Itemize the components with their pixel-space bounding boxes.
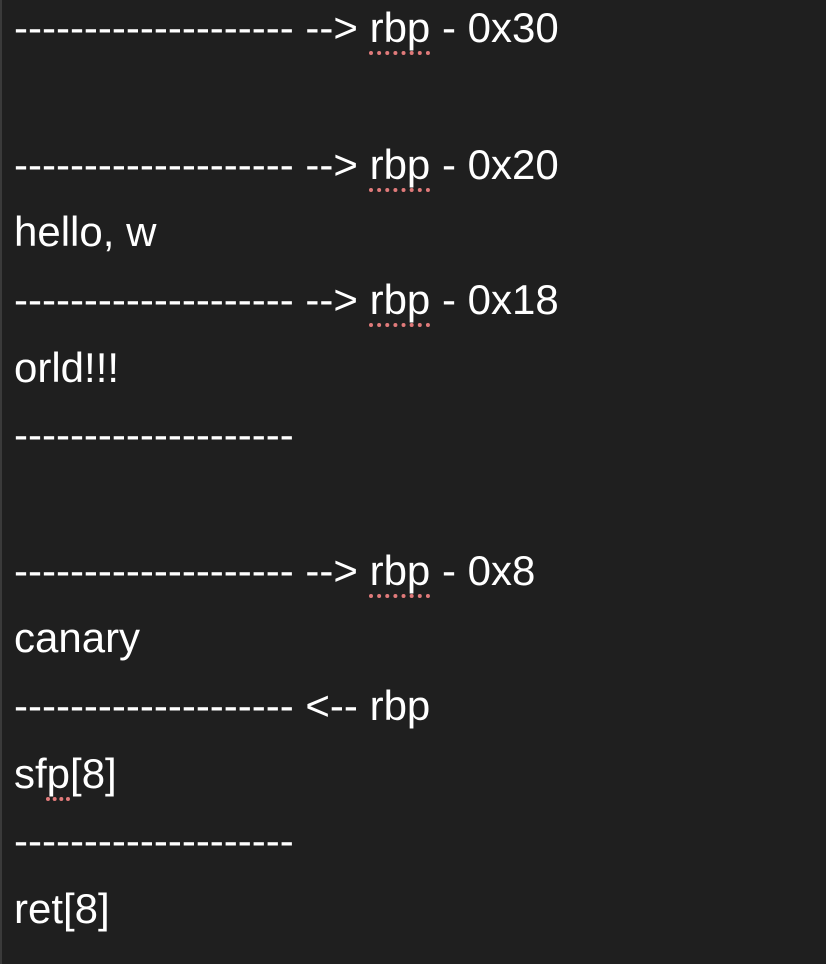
separator-dashes: -------------------- bbox=[14, 547, 294, 594]
stack-marker-rbp-0x20: -------------------- --> rbp - 0x20 bbox=[14, 140, 559, 190]
stack-marker-rbp: -------------------- <-- rbp bbox=[14, 681, 430, 731]
register-rbp: rbp bbox=[369, 547, 431, 594]
separator-line: -------------------- bbox=[14, 411, 294, 458]
sfp-suffix: [8] bbox=[70, 750, 117, 797]
offset: - 0x8 bbox=[430, 547, 536, 594]
separator-line: -------------------- bbox=[14, 817, 294, 864]
register-rbp: rbp bbox=[369, 4, 431, 51]
arrow: --> bbox=[293, 547, 370, 594]
stack-marker-rbp-0x18: -------------------- --> rbp - 0x18 bbox=[14, 275, 559, 325]
separator-dashes: -------------------- bbox=[14, 682, 294, 729]
sfp-prefix: sf bbox=[14, 750, 47, 797]
separator-dashes: -------------------- bbox=[14, 4, 294, 51]
separator-dashes: -------------------- bbox=[14, 276, 294, 323]
register-rbp: rbp bbox=[369, 682, 431, 729]
stack-content-hello: hello, w bbox=[14, 208, 157, 255]
register-rbp: rbp bbox=[369, 276, 431, 323]
stack-content-orld: orld!!! bbox=[14, 344, 120, 391]
arrow: --> bbox=[293, 141, 370, 188]
stack-content-ret: ret[8] bbox=[14, 885, 110, 932]
offset: - 0x20 bbox=[430, 141, 559, 188]
offset: - 0x30 bbox=[430, 4, 559, 51]
stack-marker-rbp-0x8: -------------------- --> rbp - 0x8 bbox=[14, 546, 535, 596]
arrow: <-- bbox=[293, 682, 370, 729]
arrow: --> bbox=[293, 276, 370, 323]
separator-dashes: -------------------- bbox=[14, 141, 294, 188]
stack-marker-rbp-0x30: -------------------- --> rbp - 0x30 bbox=[14, 3, 559, 53]
stack-content-sfp: sfp[8] bbox=[14, 749, 117, 799]
offset: - 0x18 bbox=[430, 276, 559, 323]
stack-content-canary: canary bbox=[14, 614, 141, 661]
arrow: --> bbox=[293, 4, 370, 51]
register-rbp: rbp bbox=[369, 141, 431, 188]
sfp-misspelled: p bbox=[46, 750, 71, 797]
